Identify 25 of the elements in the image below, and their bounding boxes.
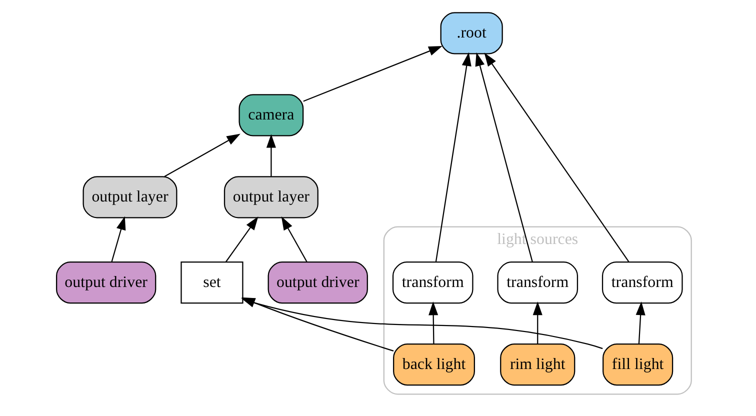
node-box: rim light	[500, 344, 575, 386]
node-box: fill light	[602, 344, 673, 386]
node-box: output layer	[223, 176, 318, 218]
node-box: .root	[440, 12, 502, 54]
arrow	[266, 134, 276, 176]
arrow	[434, 52, 471, 262]
arrow	[484, 52, 629, 262]
arrow	[428, 301, 438, 344]
arrow	[164, 134, 240, 178]
node-box: transform	[496, 262, 578, 304]
arrow	[532, 301, 542, 344]
node-box: camera	[238, 94, 304, 136]
node-box: back light	[392, 344, 474, 386]
arrow	[280, 216, 307, 262]
node-box: output driver	[267, 262, 368, 304]
node-box: set	[180, 262, 243, 304]
node-box: output driver	[55, 262, 156, 304]
arrow	[225, 216, 258, 262]
arrow	[302, 46, 442, 102]
arrow	[474, 52, 532, 262]
node-box: transform	[392, 262, 473, 304]
arrow	[635, 301, 645, 344]
arrow	[110, 216, 126, 262]
node-box: output layer	[82, 176, 177, 218]
node-box: transform	[601, 262, 682, 304]
